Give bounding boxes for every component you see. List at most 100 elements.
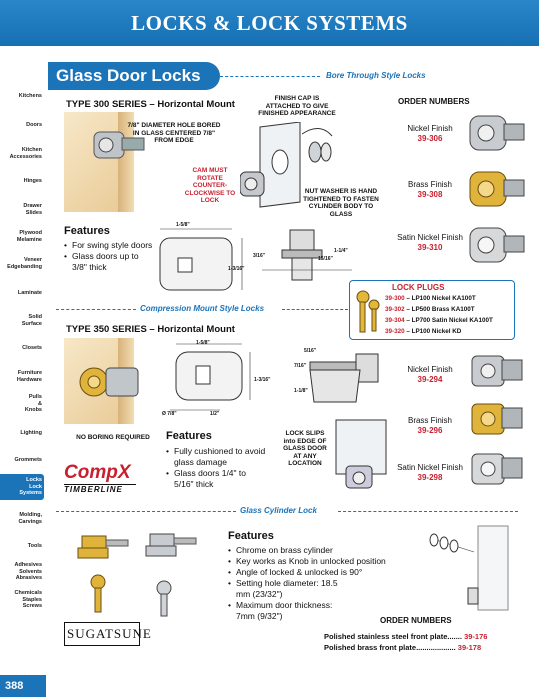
lock-nickel-350-icon	[471, 355, 523, 387]
divider	[338, 511, 518, 512]
lock-plug-row: 39-302 – LP500 Brass KA100T	[385, 306, 475, 313]
dim-3-16: 3/16"	[253, 253, 266, 259]
dim-15-16: 15/16"	[318, 256, 333, 262]
glass-edge-diagram	[335, 419, 387, 489]
feature-item: Chrome on brass cylinder	[228, 545, 428, 556]
feature-item: Angle of locked & unlocked is 90°	[228, 567, 428, 578]
annotation-nut-washer: NUT WASHER IS HAND TIGHTENED TO FASTEN C…	[303, 188, 379, 218]
annotation-lock-slips: LOCK SLIPS into EDGE OF GLASS DOOR AT AN…	[283, 430, 327, 467]
feature-item: Setting hole diameter: 18.5 mm (23/32")	[228, 578, 348, 600]
lock-satin-350-icon	[471, 453, 523, 485]
annotation-finish-cap: FINISH CAP IS ATTACHED TO GIVE FINISHED …	[258, 95, 336, 117]
feature-item: For swing style doors	[64, 240, 154, 251]
sidebar-item-grommets[interactable]: Grommets	[14, 457, 42, 463]
page-banner: LOCKS & LOCK SYSTEMS	[0, 0, 539, 46]
exploded-diagram-300	[240, 122, 333, 208]
dim-1-1-4: 1-1/4"	[334, 248, 348, 254]
cylinder-order-header: ORDER NUMBERS	[380, 616, 452, 625]
sidebar-item-tools[interactable]: Tools	[27, 543, 42, 549]
page-number: 388	[0, 675, 46, 697]
divider	[282, 309, 348, 310]
dim-1-1-8: 1-1/8"	[294, 388, 308, 394]
features-list-300: For swing style doors Glass doors up to …	[64, 240, 154, 273]
dim-width-350: 1-5/8"	[196, 340, 210, 346]
key-icon	[356, 290, 380, 333]
dim-7-16: 7/16"	[294, 363, 307, 369]
feature-item: Fully cushioned to avoid glass damage	[166, 446, 266, 468]
sugatsune-logo: SUGATSUNE	[64, 622, 151, 648]
sidebar-item-hinges[interactable]: Hinges	[23, 178, 42, 184]
section-tag-bore-through: Bore Through Style Locks	[322, 71, 430, 80]
compx-timberline-logo: CompX TIMBERLINE	[64, 462, 144, 498]
annotation-bore-hole: 7/8" DIAMETER HOLE BORED IN GLASS CENTER…	[127, 122, 221, 144]
lock-300-photos	[469, 115, 525, 263]
dim-height-300: 1-3/16"	[228, 266, 245, 272]
features-list-cylinder: Chrome on brass cylinder Key works as Kn…	[228, 545, 428, 622]
cylinder-brass-icon	[77, 535, 129, 559]
section-tag-compression: Compression Mount Style Locks	[136, 304, 269, 313]
side-profile-300	[262, 229, 352, 281]
features-title-300: Features	[64, 225, 110, 237]
sidebar-item-doors[interactable]: Doors	[26, 122, 42, 128]
lock-plug-row: 39-304 – LP700 Satin Nickel KA100T	[385, 317, 493, 324]
lock-plug-row: 39-300 – LP100 Nickel KA100T	[385, 295, 476, 302]
features-title-cylinder: Features	[228, 530, 274, 542]
lock-plugs-title: LOCK PLUGS	[392, 283, 445, 292]
dim-half-350: 1/2"	[210, 411, 220, 417]
lock-300-photo-icon	[93, 131, 145, 159]
divider	[56, 309, 136, 310]
no-boring-label: NO BORING REQUIRED	[76, 434, 150, 441]
cylinder-lock-photos	[77, 533, 197, 617]
lock-nickel-icon	[469, 115, 525, 151]
feature-item: Maximum door thickness: 7mm (9/32")	[228, 600, 348, 622]
features-list-350: Fully cushioned to avoid glass damage Gl…	[166, 446, 266, 490]
sidebar-item-kitchens[interactable]: Kitchens	[18, 93, 42, 99]
order-line-stainless: Polished stainless steel front plate....…	[324, 632, 488, 641]
side-profile-350	[309, 353, 379, 403]
lock-350-photo-icon	[79, 367, 139, 397]
sidebar-item-closets[interactable]: Closets	[22, 345, 42, 351]
feature-item: Glass doors up to 3/8" thick	[64, 251, 154, 273]
sidebar-item-laminate[interactable]: Laminate	[17, 290, 42, 296]
lock-brass-icon	[469, 171, 525, 207]
order-line-brass: Polished brass front plate..............…	[324, 643, 482, 652]
lock-satin-icon	[469, 227, 525, 263]
dimension-drawing-300	[159, 228, 243, 291]
lock-brass-350-icon	[471, 403, 523, 435]
dim-diameter-350: Ø 7/8"	[162, 411, 177, 417]
type-350-heading: TYPE 350 SERIES – Horizontal Mount	[66, 324, 235, 335]
type-300-heading: TYPE 300 SERIES – Horizontal Mount	[66, 99, 235, 110]
sidebar-item-lighting[interactable]: Lighting	[20, 430, 42, 436]
sidebar-item-pulls-knobs[interactable]: Pulls&Knobs	[24, 394, 42, 413]
sidebar-item-molding-carvings[interactable]: Molding,Carvings	[18, 512, 42, 525]
lock-plug-row: 39-320 – LP100 Nickel KD	[385, 328, 462, 335]
page-title: Glass Door Locks	[48, 62, 220, 90]
key-silver-icon	[156, 580, 172, 617]
section-tag-cylinder: Glass Cylinder Lock	[236, 506, 321, 515]
divider	[56, 511, 236, 512]
dimension-drawing-350	[170, 343, 251, 411]
features-title-350: Features	[166, 430, 212, 442]
key-gold-icon	[90, 574, 106, 613]
feature-item: Glass doors 1/4" to 5/16" thick	[166, 468, 266, 490]
annotation-cam-rotate: CAM MUST ROTATE COUNTER-CLOCKWISE TO LOC…	[184, 167, 236, 204]
lock-plugs-box: LOCK PLUGS 39-300 – LP100 Nickel KA100T …	[349, 280, 515, 340]
feature-item: Key works as Knob in unlocked position	[228, 556, 428, 567]
lock-350-photos	[471, 355, 523, 485]
